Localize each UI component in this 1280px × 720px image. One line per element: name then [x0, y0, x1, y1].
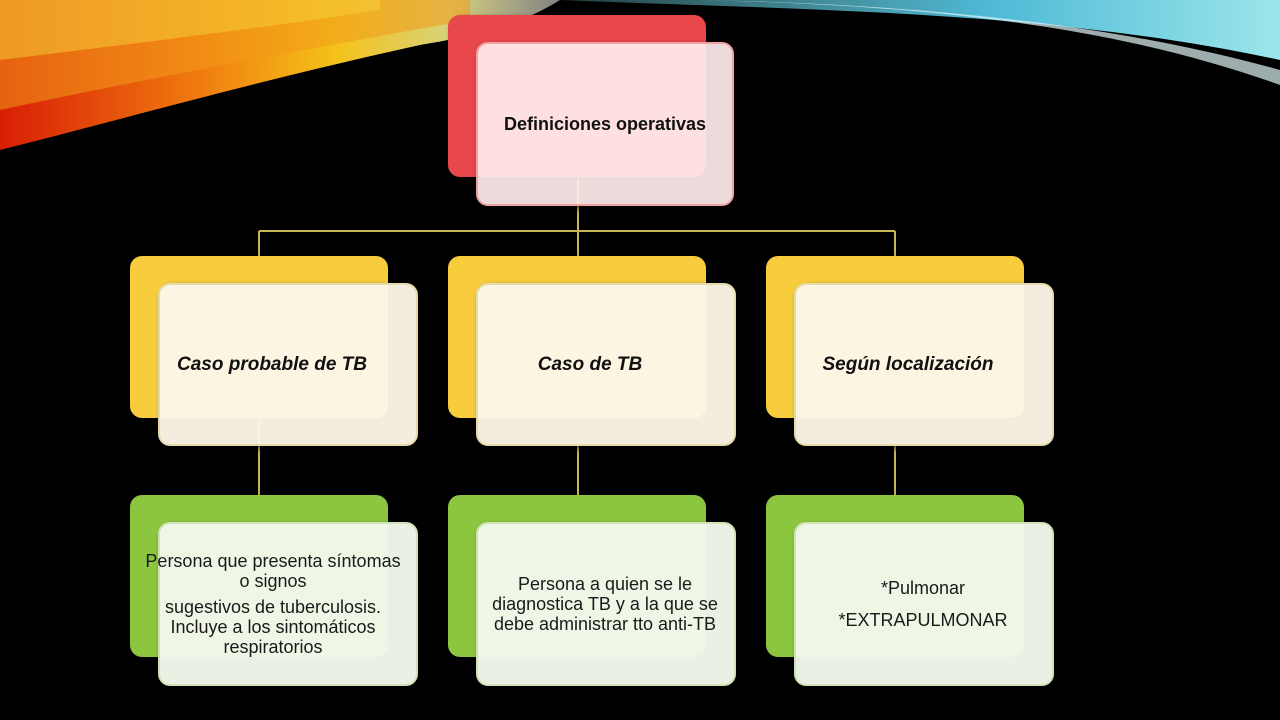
detail-text: Persona a quien se le diagnostica TB y a…: [476, 574, 734, 634]
category-box: Caso probable de TB: [158, 283, 418, 446]
detail-line: *EXTRAPULMONAR: [838, 610, 1008, 630]
category-box: Caso de TB: [476, 283, 736, 446]
detail-line: *Pulmonar: [880, 578, 966, 598]
detail-box: *Pulmonar *EXTRAPULMONAR: [794, 522, 1054, 686]
detail-line: Persona a quien se le diagnostica TB y a…: [492, 574, 718, 634]
category-label: Caso probable de TB: [176, 353, 368, 375]
detail-text: Persona que presenta síntomas o signos s…: [130, 551, 416, 657]
detail-line: sugestivos de tuberculosis. Incluye a lo…: [164, 597, 382, 657]
category-box: Según localización: [794, 283, 1054, 446]
category-label: Caso de TB: [537, 353, 643, 375]
detail-line: Persona que presenta síntomas o signos: [145, 551, 401, 591]
detail-box: Persona a quien se le diagnostica TB y a…: [476, 522, 736, 686]
root-box: Definiciones operativas: [476, 42, 734, 206]
root-label: Definiciones operativas: [503, 113, 707, 134]
detail-box: Persona que presenta síntomas o signos s…: [145, 522, 418, 686]
detail-text: *Pulmonar *EXTRAPULMONAR: [830, 577, 1015, 631]
category-label: Según localización: [822, 353, 994, 375]
